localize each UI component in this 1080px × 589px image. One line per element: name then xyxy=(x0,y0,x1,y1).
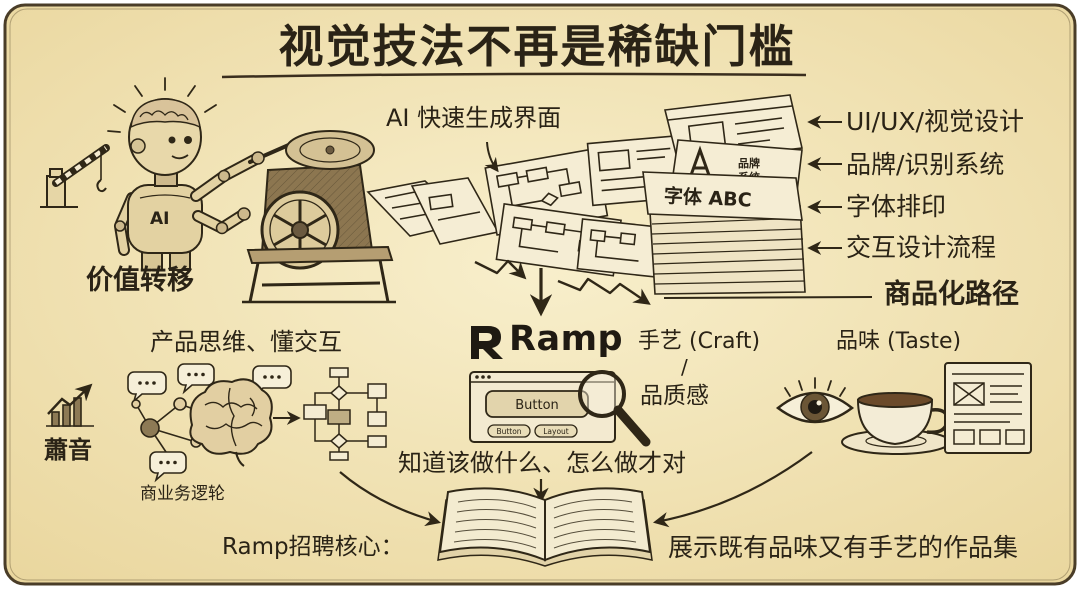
business-logic-label: 商业务逻轮 xyxy=(140,484,225,504)
curved-arrow-icon xyxy=(339,451,813,528)
brain-illustration xyxy=(189,378,273,467)
commodity-path-line xyxy=(663,296,873,299)
robot-chest-label: AI xyxy=(150,209,169,229)
commodity-path-label: 商品化路径 xyxy=(884,279,1019,310)
title-underline xyxy=(221,72,807,79)
coffee-cup-icon xyxy=(841,392,951,455)
open-book-illustration xyxy=(437,487,653,567)
commodity-item-ui-ux: UI/UX/视觉设计 xyxy=(846,107,1024,136)
paper-typography-label: 字体 ABC xyxy=(663,184,752,212)
robot-illustration: AI xyxy=(114,98,264,271)
portfolio-label: 展示既有品味又有手艺的作品集 xyxy=(668,533,1019,562)
craft-label: 手艺 (Craft) xyxy=(638,329,761,354)
growth-chart-icon xyxy=(46,383,94,427)
quality-label: 品质感 xyxy=(640,383,709,409)
eye-icon xyxy=(775,377,855,424)
commodity-item-typography: 字体排印 xyxy=(846,192,947,221)
magnifying-glass-icon xyxy=(578,370,651,447)
product-thinking-label: 产品思维、懂交互 xyxy=(150,328,342,356)
ai-generate-label: AI 快速生成界面 xyxy=(386,104,562,132)
speech-bubble-icon xyxy=(127,371,167,404)
paper-brand-label-line1: 品牌 xyxy=(738,156,760,170)
author-watermark: 蕭音 xyxy=(44,436,92,464)
commodity-item-brand: 品牌/识别系统 xyxy=(846,150,1005,179)
value-shift-label: 价值转移 xyxy=(86,265,194,296)
commodity-item-interaction: 交互设计流程 xyxy=(846,233,997,262)
speech-bubble-icon xyxy=(177,363,215,395)
page-title: 视觉技法不再是稀缺门槛 xyxy=(278,20,796,73)
down-arrow-icon xyxy=(484,141,499,173)
hiring-core-label: Ramp招聘核心： xyxy=(222,534,404,560)
arrow-left-icon xyxy=(807,115,842,255)
mockup-main-button: Button xyxy=(515,398,559,413)
document-sketch-icon xyxy=(944,362,1032,454)
zigzag-arrow-icon xyxy=(474,259,651,305)
paper-stack-illustration: 品牌 系统 字体 ABC xyxy=(366,94,806,295)
taste-label: 品味 (Taste) xyxy=(836,329,962,354)
barrier-gate-icon xyxy=(40,144,110,208)
craft-separator: / xyxy=(681,355,688,379)
speech-bubble-icon xyxy=(149,451,187,483)
ramp-wordmark: Ramp xyxy=(509,319,624,359)
light-rays-icon xyxy=(107,77,217,133)
mockup-small-button-1: Button xyxy=(496,427,521,436)
flowchart-illustration xyxy=(303,367,387,461)
printing-press-illustration xyxy=(237,130,396,304)
know-what-label: 知道该做什么、怎么做才对 xyxy=(398,449,686,477)
ramp-logo-icon xyxy=(471,326,503,359)
mockup-small-button-2: Layout xyxy=(543,427,569,436)
